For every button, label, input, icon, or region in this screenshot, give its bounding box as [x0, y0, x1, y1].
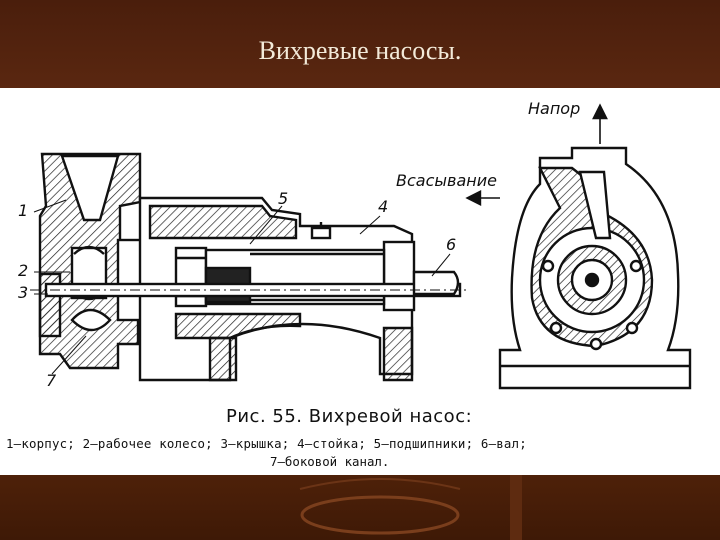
discharge-channel — [578, 170, 612, 240]
stand-top-wall — [148, 204, 298, 240]
bolt-hole-3 — [549, 321, 563, 335]
shaft-end — [412, 270, 460, 296]
label-4: 4 — [378, 197, 388, 216]
bolt-hole-5 — [589, 337, 603, 351]
leader-6 — [431, 253, 451, 277]
pump-front-view — [465, 103, 692, 390]
leader-4 — [359, 215, 381, 235]
slide-content: 1 2 3 4 5 6 7 Всасывание Напор Рис. 55. … — [0, 88, 720, 475]
slide-title-band: Вихревые насосы. — [0, 0, 720, 88]
bolt-hole-2 — [629, 259, 643, 273]
impeller-center — [584, 272, 600, 288]
pump-drawing: 1 2 3 4 5 6 7 Всасывание Напор — [18, 99, 692, 390]
label-3: 3 — [18, 283, 28, 302]
bolt-hole-4 — [625, 321, 639, 335]
housing-inlet — [60, 154, 120, 222]
pump-section-view — [30, 152, 470, 382]
impeller-vane-top — [73, 245, 105, 255]
label-7: 7 — [46, 371, 57, 390]
bolt-hole-1 — [541, 259, 555, 273]
label-6: 6 — [446, 235, 456, 254]
bearing-left — [174, 246, 208, 308]
slide-bottom-band — [0, 475, 720, 540]
label-1: 1 — [18, 201, 28, 220]
figure-legend-line2: 7—боковой канал. — [270, 454, 390, 469]
suction-arrow-tip — [465, 190, 482, 206]
leader-7 — [51, 335, 87, 375]
leader-1 — [33, 199, 67, 213]
side-channel — [70, 308, 112, 332]
head-arrow-tip — [592, 103, 608, 120]
label-head: Напор — [528, 99, 580, 118]
label-2: 2 — [18, 261, 28, 280]
figure-caption-title: Рис. 55. Вихревой насос: — [226, 406, 473, 427]
bearing-right — [382, 240, 416, 312]
slide-title: Вихревые насосы. — [258, 36, 462, 65]
figure-legend-line1: 1—корпус; 2—рабочее колесо; 3—крышка; 4—… — [6, 436, 527, 451]
label-suction: Всасывание — [396, 171, 497, 190]
leader-5 — [249, 205, 283, 245]
grease-cup — [310, 226, 332, 240]
decorative-ornament — [299, 475, 522, 540]
stand-bottom-wall — [174, 312, 302, 340]
stand-foot-left — [208, 336, 238, 382]
stand-foot-right — [382, 326, 414, 382]
label-5: 5 — [278, 189, 288, 208]
